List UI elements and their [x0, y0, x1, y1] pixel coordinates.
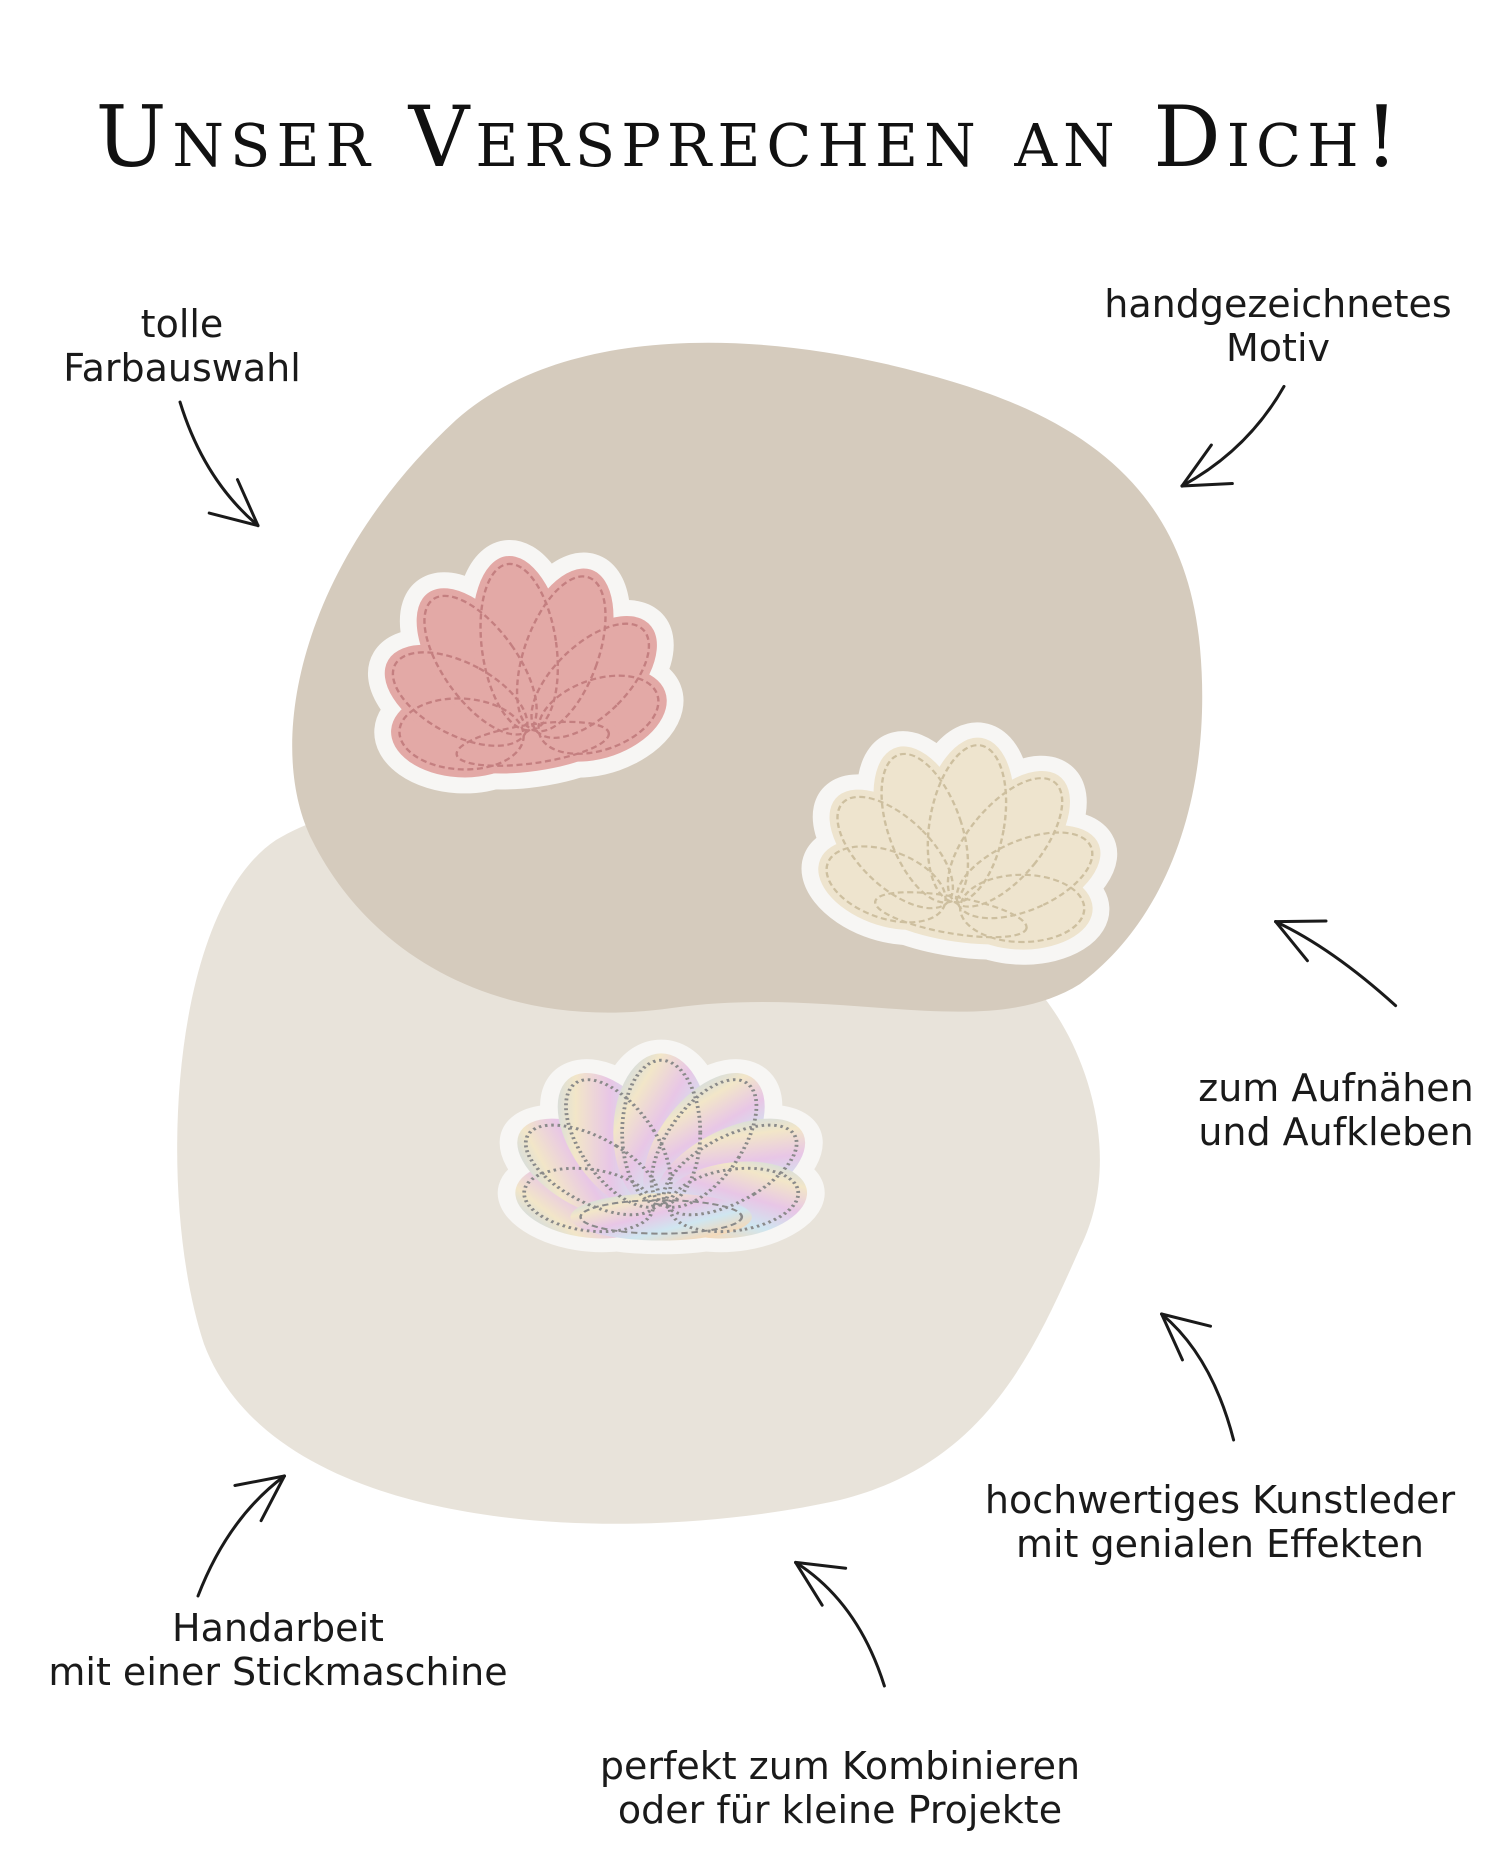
arrow-kunstleder-icon	[1160, 1312, 1236, 1442]
label-line: zum Aufnähen	[1198, 1066, 1474, 1110]
label-line: Handarbeit	[172, 1606, 384, 1650]
arrow-motiv-icon	[1180, 384, 1286, 488]
label-motiv: handgezeichnetes Motiv	[1104, 282, 1451, 370]
label-line: tolle	[140, 302, 224, 346]
label-kunstleder: hochwertiges Kunstleder mit genialen Eff…	[985, 1478, 1455, 1566]
cream-shell-patch	[801, 722, 1118, 965]
label-farbauswahl: tolle Farbauswahl	[63, 302, 301, 390]
arrow-kombinieren-icon	[794, 1560, 886, 1688]
pink-shell-patch	[367, 539, 684, 794]
arrow-handarbeit-icon	[196, 1474, 286, 1598]
arrow-aufnaehen-icon	[1274, 919, 1398, 1008]
arrow-farbauswahl-icon	[178, 400, 260, 528]
label-line: mit genialen Effekten	[1015, 1522, 1425, 1566]
label-line: mit einer Stickmaschine	[48, 1650, 508, 1694]
label-aufnaehen: zum Aufnähen und Aufkleben	[1198, 1066, 1474, 1154]
label-line: hochwertiges Kunstleder	[984, 1478, 1456, 1522]
page-title: Unser Versprechen an Dich!	[95, 88, 1405, 186]
holographic-shell-patch	[497, 1039, 825, 1255]
label-line: und Aufkleben	[1198, 1110, 1474, 1154]
label-line: handgezeichnetes	[1104, 282, 1452, 326]
label-line: perfekt zum Kombinieren	[599, 1744, 1081, 1788]
label-handarbeit: Handarbeit mit einer Stickmaschine	[48, 1606, 507, 1694]
label-line: Farbauswahl	[63, 346, 301, 390]
label-line: oder für kleine Projekte	[617, 1788, 1063, 1832]
label-line: Motiv	[1226, 326, 1330, 370]
label-kombinieren: perfekt zum Kombinieren oder für kleine …	[600, 1744, 1080, 1832]
